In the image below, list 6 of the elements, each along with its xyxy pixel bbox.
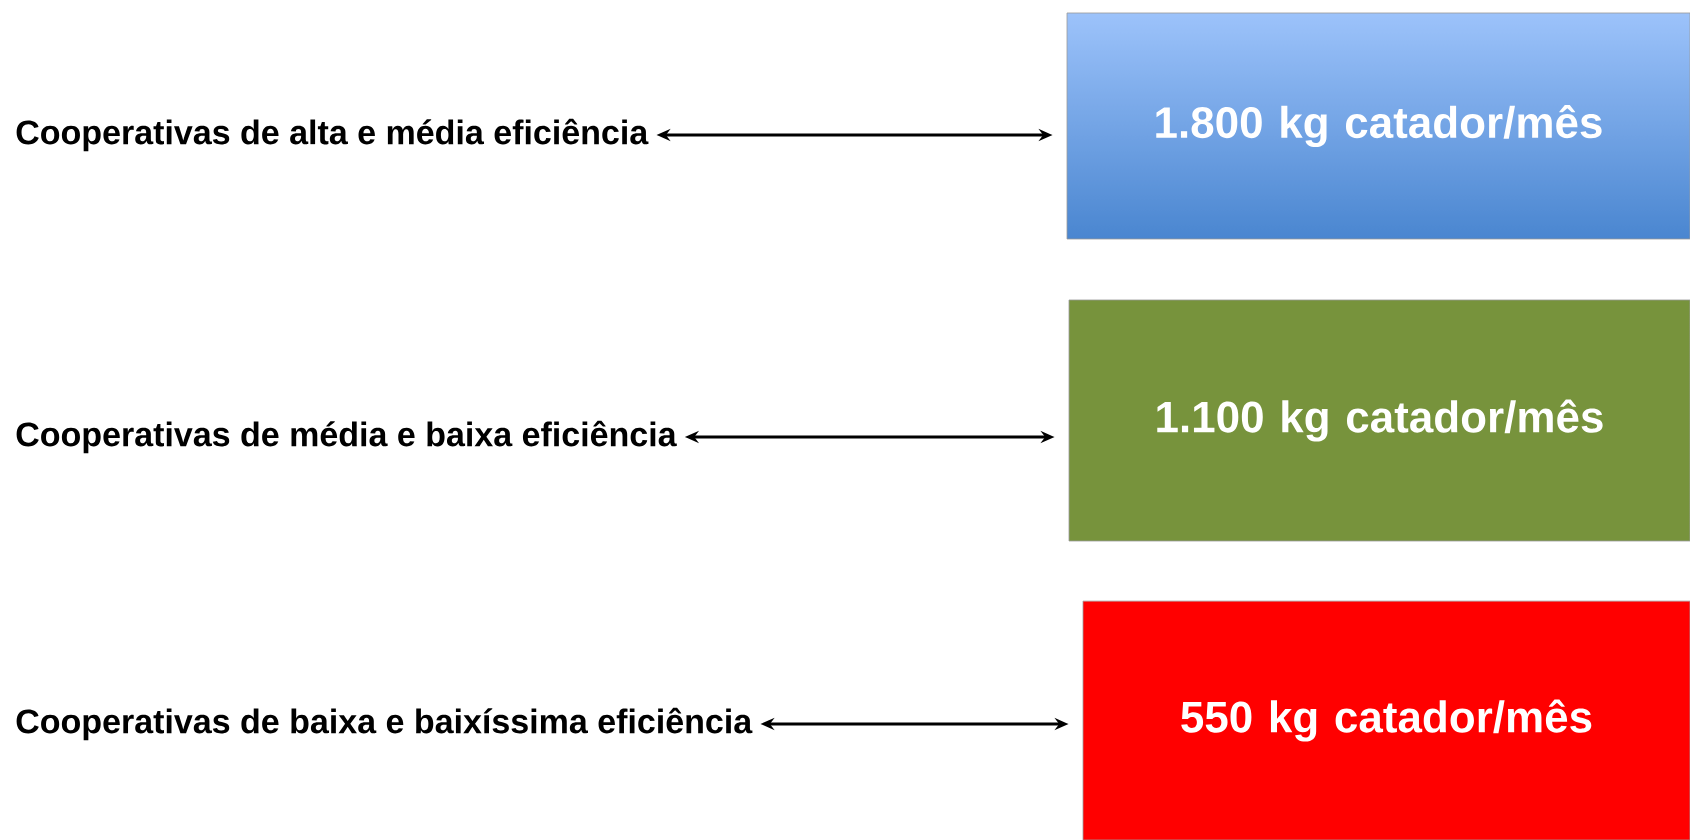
label-text: Cooperativas de média e baixa eficiência <box>16 420 677 454</box>
label-text: Cooperativas de baixa e baixíssima eficiência <box>16 707 753 741</box>
value-box: 1.800 kg catador/mês <box>1066 12 1690 240</box>
value-box: 1.100 kg catador/mês <box>1068 299 1690 542</box>
value-box: 550 kg catador/mês <box>1082 600 1690 840</box>
label-text: Cooperativas de alta e média eficiência <box>16 118 649 152</box>
